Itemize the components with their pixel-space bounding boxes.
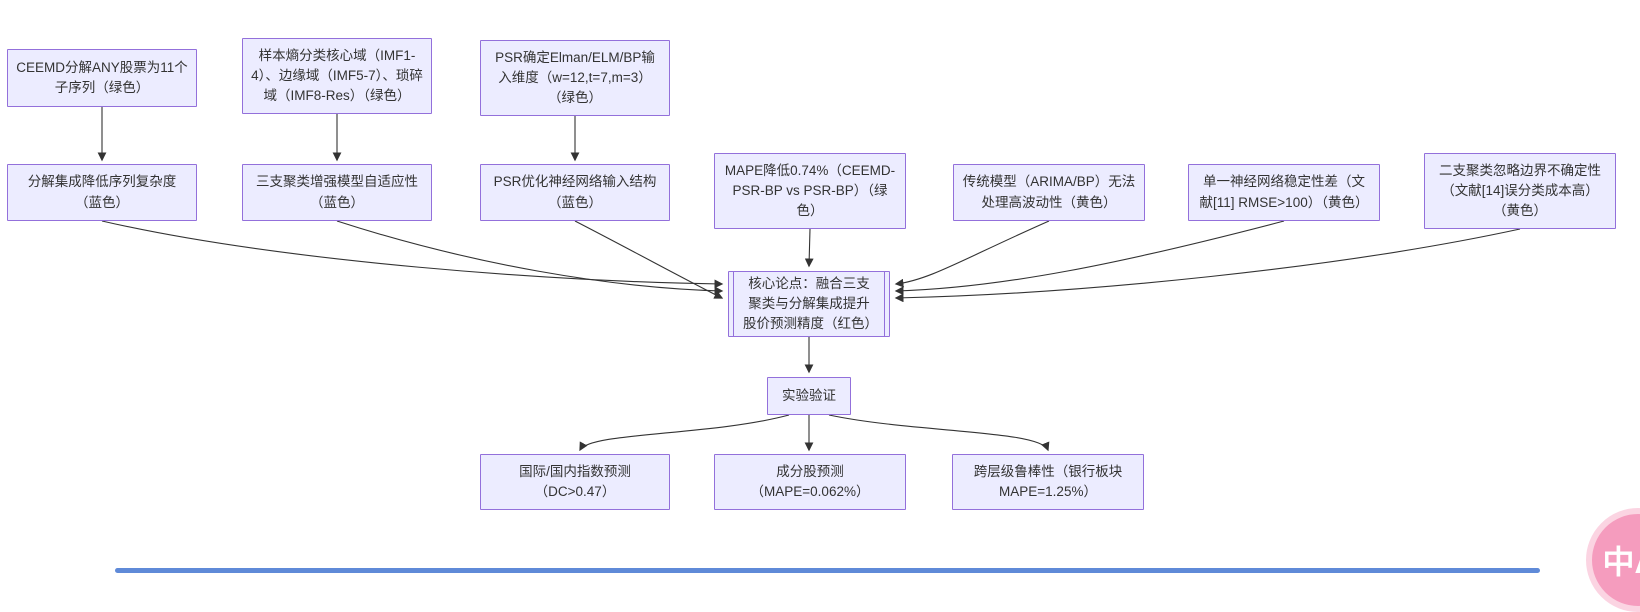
node-label: 国际/国内指数预测（DC>0.47） — [519, 463, 631, 499]
node-label: 二支聚类忽略边界不确定性（文献[14]误分类成本高）（黄色） — [1439, 162, 1601, 219]
edge-decomp-to-core — [101, 220, 724, 289]
node-psr-input-dimension: PSR确定Elman/ELM/BP输入维度（w=12,t=7,m=3）（绿色） — [480, 40, 670, 116]
core-double-border-left — [733, 271, 734, 337]
node-label: CEEMD分解ANY股票为11个子序列（绿色） — [16, 59, 188, 95]
node-label: PSR确定Elman/ELM/BP输入维度（w=12,t=7,m=3）（绿色） — [495, 49, 655, 106]
node-component-result: 成分股预测（MAPE=0.062%） — [714, 454, 906, 510]
node-label: 传统模型（ARIMA/BP）无法处理高波动性（黄色） — [962, 174, 1136, 210]
edge-psrstructure-to-core — [574, 220, 724, 299]
node-core-thesis: 核心论点：融合三支聚类与分解集成提升股价预测精度（红色） — [728, 271, 890, 337]
edge-threeway-to-core — [336, 220, 724, 296]
edge-experiment-to-index — [579, 414, 790, 452]
node-label: 成分股预测（MAPE=0.062%） — [750, 463, 870, 499]
node-ceemd-decompose: CEEMD分解ANY股票为11个子序列（绿色） — [7, 49, 197, 107]
node-label: 跨层级鲁棒性（银行板块 MAPE=1.25%） — [973, 463, 1123, 499]
flow-edge-canvas — [97, 107, 1521, 452]
node-experiment-validation: 实验验证 — [767, 377, 851, 415]
edge-experiment-to-robust — [828, 414, 1050, 452]
node-label: 实验验证 — [782, 387, 836, 403]
edge-singlenn-to-core — [894, 220, 1285, 296]
edge-mape-to-core — [804, 228, 814, 268]
node-index-result: 国际/国内指数预测（DC>0.47） — [480, 454, 670, 510]
node-mape-gain: MAPE降低0.74%（CEEMD-PSR-BP vs PSR-BP）（绿色） — [714, 153, 906, 229]
node-robust-result: 跨层级鲁棒性（银行板块 MAPE=1.25%） — [952, 454, 1144, 510]
core-double-border-right — [884, 271, 885, 337]
node-threeway-adaptivity: 三支聚类增强模型自适应性（蓝色） — [242, 164, 432, 221]
node-label: PSR优化神经网络输入结构（蓝色） — [493, 174, 657, 210]
node-label: 分解集成降低序列复杂度（蓝色） — [27, 174, 177, 210]
node-traditional-limit: 传统模型（ARIMA/BP）无法处理高波动性（黄色） — [953, 164, 1145, 221]
node-label: 三支聚类增强模型自适应性（蓝色） — [256, 174, 418, 210]
node-twoway-limit: 二支聚类忽略边界不确定性（文献[14]误分类成本高）（黄色） — [1424, 153, 1616, 229]
node-decomp-complexity: 分解集成降低序列复杂度（蓝色） — [7, 164, 197, 221]
node-label: 单一神经网络稳定性差（文献[11] RMSE>100）（黄色） — [1199, 174, 1369, 210]
node-label: 样本熵分类核心域（IMF1-4）、边缘域（IMF5-7）、琐碎域（IMF8-Re… — [251, 47, 423, 104]
edge-traditional-to-core — [894, 220, 1050, 288]
node-psr-structure: PSR优化神经网络输入结构（蓝色） — [480, 164, 670, 221]
node-sample-entropy: 样本熵分类核心域（IMF1-4）、边缘域（IMF5-7）、琐碎域（IMF8-Re… — [242, 38, 432, 114]
node-label: 核心论点：融合三支聚类与分解集成提升股价预测精度（红色） — [743, 275, 878, 332]
horizontal-scrollbar[interactable] — [115, 568, 1540, 573]
diagram-page: { "nodes": { "ceemd": {"label": "CEEMD分解… — [7, 38, 1640, 612]
translate-icon: 中A — [1602, 544, 1640, 580]
node-single-nn-limit: 单一神经网络稳定性差（文献[11] RMSE>100）（黄色） — [1188, 164, 1380, 221]
node-label: MAPE降低0.74%（CEEMD-PSR-BP vs PSR-BP）（绿色） — [724, 162, 896, 219]
edge-twoway-to-core — [894, 228, 1521, 303]
